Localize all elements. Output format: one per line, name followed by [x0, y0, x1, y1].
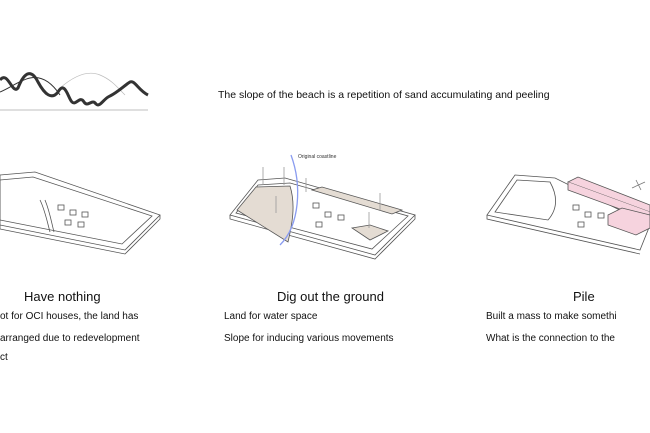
intro-text: The slope of the beach is a repetition o…	[218, 89, 550, 101]
site-model-3	[486, 174, 650, 255]
panel-3-line-1: Built a mass to make somethi	[486, 311, 617, 322]
panel-1-line-1: ot for OCI houses, the land has	[0, 311, 139, 322]
wave-sketch	[0, 72, 149, 111]
coastline-label: Original coastline	[298, 154, 337, 160]
panel-1-line-2: arranged due to redevelopment	[0, 333, 140, 344]
panel-title-dig-out: Dig out the ground	[277, 289, 384, 304]
wind-arrow-icon	[631, 179, 646, 191]
panel-title-pile: Pile	[573, 289, 595, 304]
panel-3-line-2: What is the connection to the	[486, 333, 615, 344]
panel-title-have-nothing: Have nothing	[24, 289, 101, 304]
panel-1-line-3: ct	[0, 352, 8, 363]
site-model-2	[229, 154, 416, 260]
panel-2-line-2: Slope for inducing various movements	[224, 333, 394, 344]
site-model-1	[0, 171, 161, 255]
coastline-curve	[279, 154, 299, 246]
panel-2-line-1: Land for water space	[224, 311, 318, 322]
